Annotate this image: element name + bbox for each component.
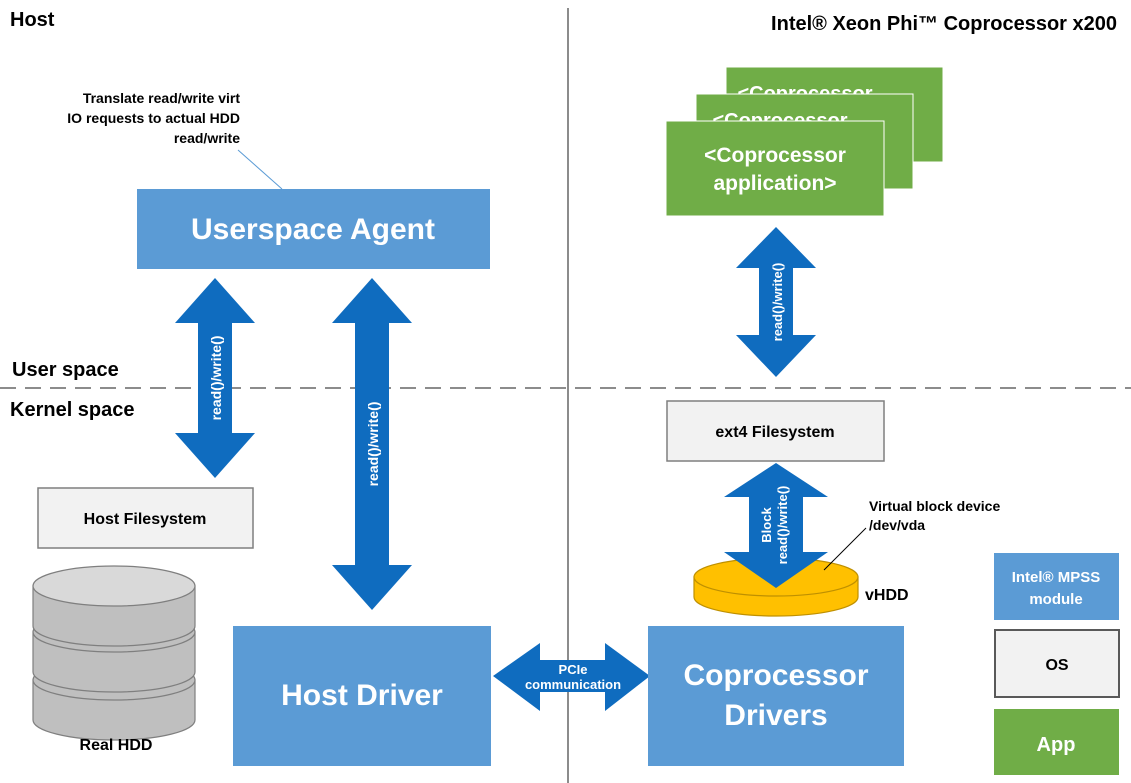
user-space-label: User space xyxy=(12,359,119,381)
coprocessor-heading: Intel® Xeon Phi™ Coprocessor x200 xyxy=(771,13,1117,35)
coprocessor-app-label-line-1: <Coprocessor xyxy=(704,144,846,167)
legend-app-swatch xyxy=(994,709,1119,775)
host-filesystem-box: Host Filesystem xyxy=(37,487,254,549)
app-ext4-arrow: read()/write() xyxy=(736,227,816,377)
virtual-block-device-line-1: Virtual block device xyxy=(869,498,1000,514)
pcie-label-line-1: PCIe xyxy=(559,662,588,677)
host-driver-box: Host Driver xyxy=(233,626,491,766)
agent-note-line-1: Translate read/write virt xyxy=(83,90,241,106)
legend-os-label: OS xyxy=(1045,657,1068,674)
pcie-arrow: PCIe communication xyxy=(493,643,650,711)
virtual-block-device-leader xyxy=(823,527,867,571)
legend: Intel® MPSS module OS App xyxy=(994,553,1120,775)
coprocessor-app-stack: <Coprocessor <Coprocessor <Coprocessor a… xyxy=(665,66,944,217)
ext4-vhdd-arrow: Block read()/write() xyxy=(724,463,828,588)
real-hdd-label: Real HDD xyxy=(80,737,153,754)
ext4-vhdd-arrow-label-line-2: read()/write() xyxy=(775,486,790,565)
legend-mpss-line-1: Intel® MPSS xyxy=(1012,569,1101,586)
ext4-filesystem-label: ext4 Filesystem xyxy=(715,424,834,441)
pcie-label-line-2: communication xyxy=(525,677,621,692)
coprocessor-drivers-label-line-2: Drivers xyxy=(724,699,827,732)
legend-os-swatch xyxy=(994,629,1120,698)
userspace-agent-box: Userspace Agent xyxy=(137,189,490,269)
host-driver-label: Host Driver xyxy=(281,679,443,712)
legend-mpss-swatch xyxy=(994,553,1119,620)
agent-note-line-2: IO requests to actual HDD xyxy=(67,110,240,126)
agent-note-line-3: read/write xyxy=(174,130,240,146)
coprocessor-drivers-box: Coprocessor Drivers xyxy=(648,626,904,766)
app-ext4-arrow-label: read()/write() xyxy=(770,263,785,342)
kernel-space-label: Kernel space xyxy=(10,399,135,421)
vhdd-label: vHDD xyxy=(865,587,909,604)
agent-driver-arrow-label: read()/write() xyxy=(365,402,381,487)
real-hdd-icon xyxy=(32,565,196,741)
agent-driver-arrow: read()/write() xyxy=(332,278,412,610)
ext4-filesystem-box: ext4 Filesystem xyxy=(666,400,885,462)
coprocessor-app-box xyxy=(665,120,885,217)
legend-mpss-line-2: module xyxy=(1029,591,1082,608)
host-heading: Host xyxy=(10,9,55,31)
agent-annotation-leader xyxy=(237,149,283,190)
virtual-block-device-line-2: /dev/vda xyxy=(869,517,925,533)
coprocessor-app-label-line-2: application> xyxy=(713,172,836,195)
agent-fs-arrow-label: read()/write() xyxy=(208,336,224,421)
ext4-vhdd-arrow-label-line-1: Block xyxy=(759,507,774,543)
legend-app-label: App xyxy=(1037,734,1076,756)
host-filesystem-label: Host Filesystem xyxy=(84,511,207,528)
agent-annotation: Translate read/write virt IO requests to… xyxy=(67,90,240,146)
coprocessor-drivers-label-line-1: Coprocessor xyxy=(683,659,868,692)
agent-fs-arrow: read()/write() xyxy=(175,278,255,478)
userspace-agent-label: Userspace Agent xyxy=(191,213,435,246)
